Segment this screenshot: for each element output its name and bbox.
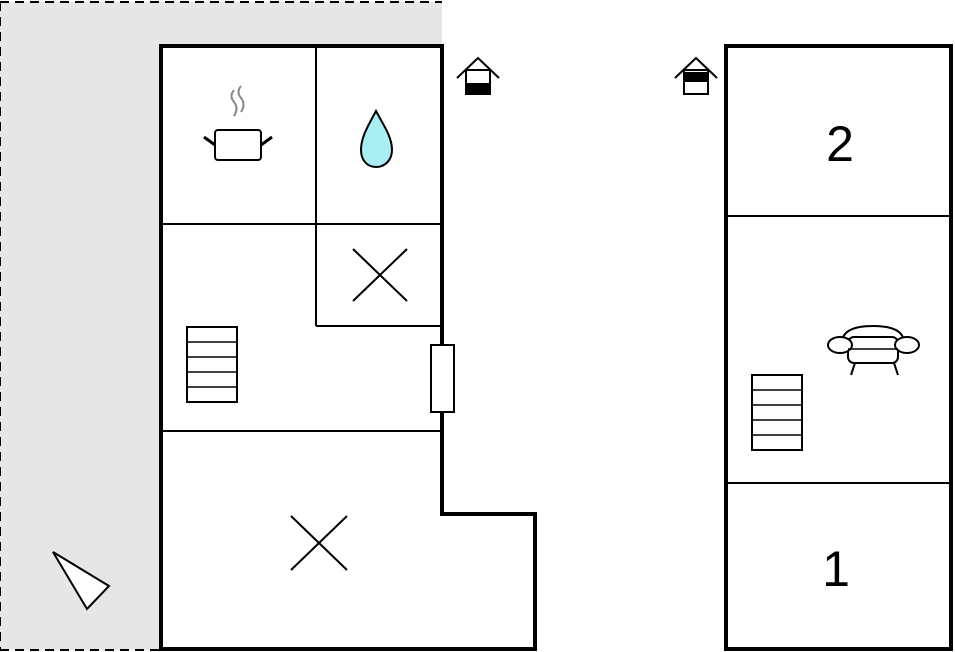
upper-floor-inner-walls: [726, 215, 951, 484]
bedroom-2-label: 2: [826, 116, 854, 172]
ground-floor-outline: [159, 44, 537, 651]
water-drop-icon: [359, 108, 394, 169]
door-icon: [430, 344, 455, 413]
stairs-icon: [186, 326, 238, 403]
upper-floor-outline: [724, 44, 953, 651]
sofa-icon: [827, 324, 920, 376]
kitchen-pot-icon: [203, 85, 273, 161]
ground-floor-inner-walls: [161, 46, 442, 432]
terrace-area: [0, 1, 442, 651]
ground-floor-marker-icon: [456, 56, 500, 95]
stairs-icon: [751, 374, 803, 451]
room-cross-icon: [352, 248, 408, 302]
direction-arrow-icon: [52, 551, 111, 611]
room-cross-icon: [290, 515, 348, 571]
upper-floor-marker-icon: [674, 56, 718, 95]
bedroom-1-label: 1: [822, 541, 850, 597]
